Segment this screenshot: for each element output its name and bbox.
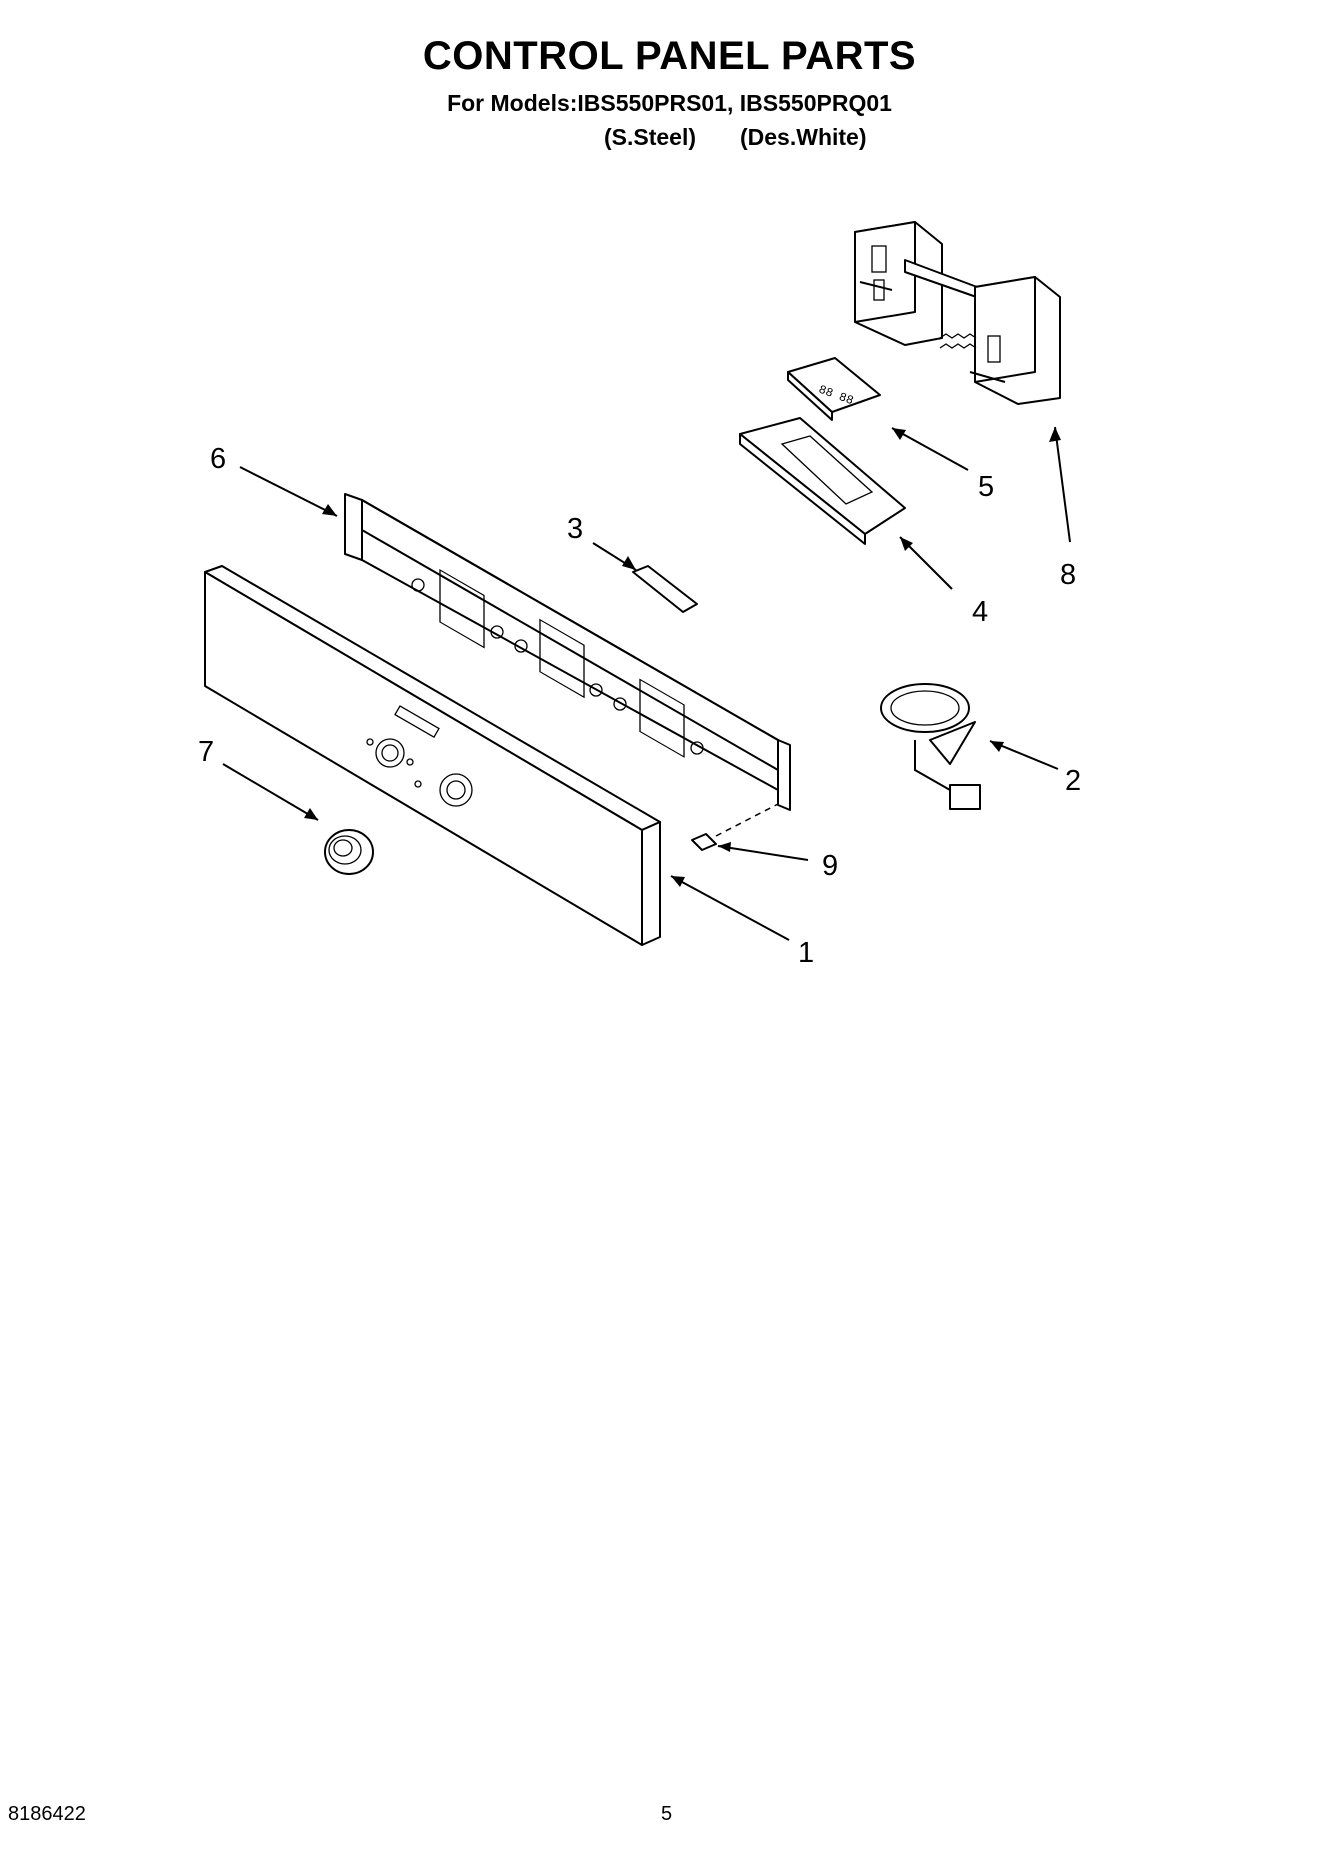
part-8-switch-assembly: [854, 221, 1061, 405]
callout-9: 9: [822, 850, 838, 882]
leader-lines: [222, 426, 1071, 941]
callout-2: 2: [1065, 765, 1081, 797]
callout-6: 6: [210, 443, 226, 475]
models-subtitle: For Models:IBS550PRS01, IBS550PRQ01: [447, 90, 892, 116]
part-5-display-board: 88 88: [787, 357, 881, 421]
part-1-front-panel: [204, 565, 661, 946]
part-4-display-frame: [739, 417, 906, 545]
callout-8: 8: [1060, 559, 1076, 591]
callout-5: 5: [978, 471, 994, 503]
part-2-knob-assembly: [880, 683, 981, 810]
connector-pins: [939, 333, 977, 349]
part-3-pad: [632, 565, 698, 613]
callout-3: 3: [567, 513, 583, 545]
variant-stainless: (S.Steel): [604, 124, 697, 150]
page-title: CONTROL PANEL PARTS: [422, 34, 917, 78]
callout-7: 7: [198, 736, 214, 768]
document-number: 8186422: [8, 1803, 86, 1825]
callout-1: 1: [798, 937, 814, 969]
variant-white: (Des.White): [740, 124, 867, 150]
page-number: 5: [661, 1803, 673, 1825]
callout-4: 4: [972, 596, 988, 628]
part-6-backplate: [344, 493, 791, 811]
part-7-knob: [324, 829, 374, 875]
part-9-screw: [691, 803, 779, 851]
